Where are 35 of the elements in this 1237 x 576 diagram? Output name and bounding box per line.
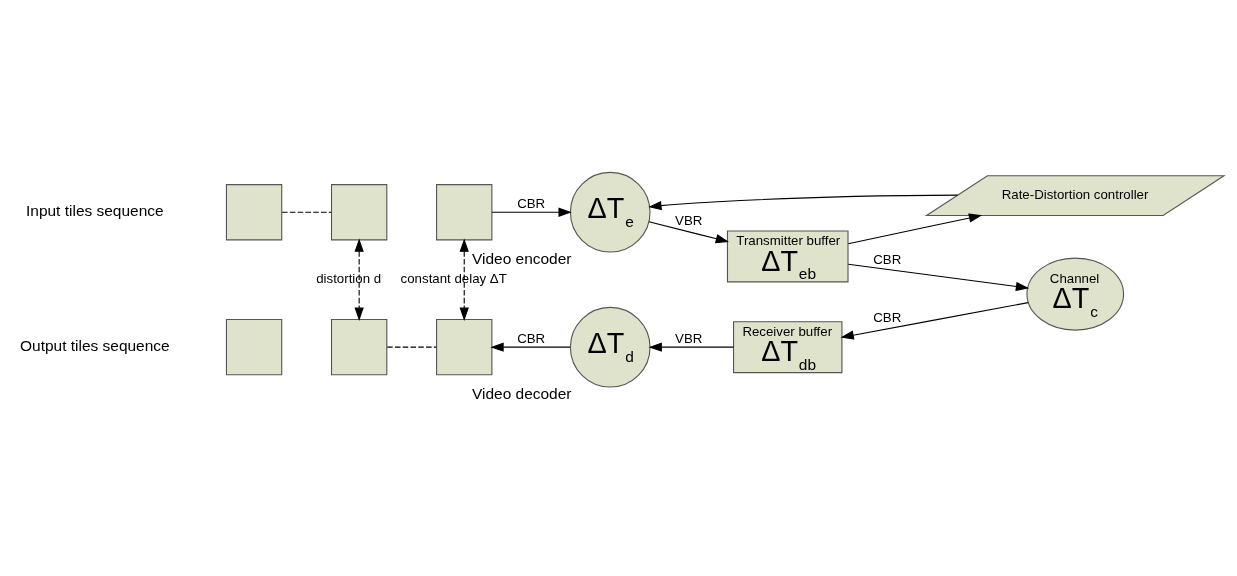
node-label: Video decoder bbox=[472, 385, 572, 403]
node-box bbox=[225, 318, 283, 376]
arrow bbox=[491, 207, 572, 217]
label: Input tiles sequence bbox=[26, 202, 164, 220]
edge-label: CBR bbox=[873, 251, 902, 267]
connector bbox=[281, 211, 332, 213]
arrow bbox=[648, 342, 735, 352]
arrow bbox=[354, 238, 364, 321]
edge-label: CBR bbox=[873, 310, 902, 326]
arrow bbox=[648, 221, 729, 244]
arrow bbox=[847, 213, 983, 245]
node-label: Video encoder bbox=[472, 250, 572, 268]
node-circle: ΔT$_{d}$ bbox=[569, 306, 651, 388]
node-box: Transmitter buffer ΔT$_{eb}$ bbox=[726, 230, 849, 283]
node-box bbox=[436, 184, 493, 241]
node-box: Receiver buffer ΔT$_{db}$ bbox=[733, 321, 843, 374]
node-box bbox=[330, 318, 388, 376]
edge-label: constant delay ΔT bbox=[400, 271, 507, 287]
arrow bbox=[459, 238, 469, 321]
edge-label: distortion d bbox=[316, 271, 382, 287]
edge-label: CBR bbox=[517, 331, 546, 347]
arrow bbox=[847, 263, 1030, 292]
node-box bbox=[225, 184, 283, 241]
connector bbox=[386, 346, 437, 348]
label: Output tiles sequence bbox=[20, 337, 170, 355]
arrow bbox=[648, 194, 959, 211]
arrow bbox=[840, 302, 1029, 340]
edge-label: VBR bbox=[675, 331, 703, 347]
edge-label: CBR bbox=[517, 196, 546, 212]
node-box bbox=[330, 184, 388, 241]
node-ellipse: Channel ΔT$_{c}$ bbox=[1026, 257, 1125, 331]
arrow bbox=[490, 342, 571, 352]
node-circle: ΔT$_{e}$ bbox=[569, 171, 651, 253]
edge-label: VBR bbox=[675, 213, 703, 229]
node-box bbox=[436, 318, 493, 376]
